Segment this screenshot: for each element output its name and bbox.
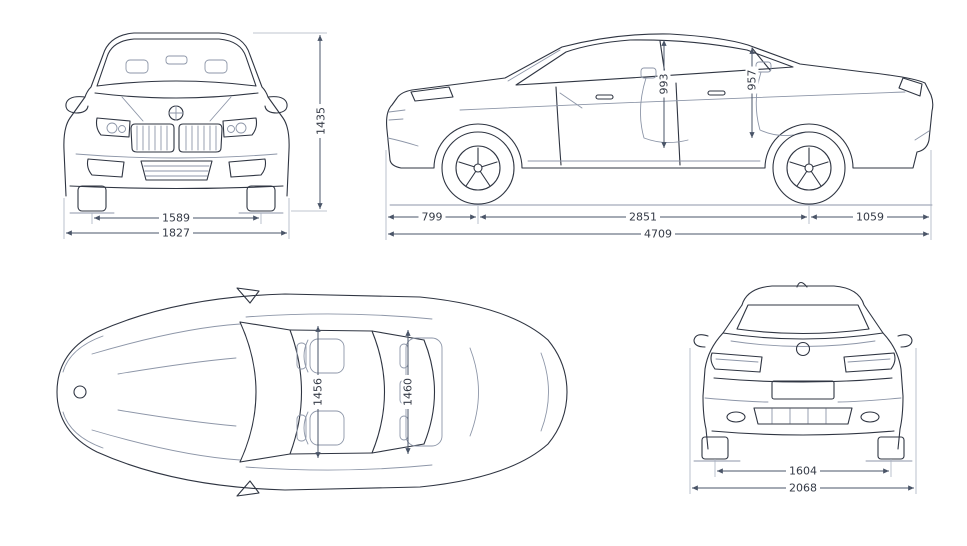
dim-rear-width: 2068 [786, 481, 820, 495]
rear-taillights [710, 352, 896, 373]
dim-side-length: 4709 [641, 227, 675, 241]
kidney-grille [130, 123, 223, 153]
rear-view-drawing [693, 281, 913, 462]
rear-left-mirror [693, 334, 709, 348]
bmw-roundel-icon-top [73, 385, 87, 399]
dim-front-height: 1435 [314, 104, 328, 138]
bmw-roundel-icon-rear [795, 341, 811, 357]
right-exhaust-tip [860, 411, 880, 423]
bmw-roundel-icon [168, 105, 184, 121]
dim-top-front-width: 1456 [311, 375, 325, 409]
top-view-drawing [56, 287, 568, 497]
dim-top-rear-width: 1460 [401, 375, 415, 409]
side-rear-wheel [772, 131, 846, 205]
dim-front-width: 1827 [159, 226, 193, 240]
side-headlight [410, 86, 454, 102]
left-exhaust-tip [726, 411, 746, 423]
dim-side-front-overhang: 799 [418, 210, 446, 224]
dim-side-wheelbase: 2851 [626, 210, 660, 224]
license-plate-area [771, 380, 835, 400]
dim-side-rear-headroom: 957 [745, 66, 759, 94]
front-headlights [95, 117, 258, 138]
top-left-mirror [236, 287, 260, 304]
dim-side-front-headroom: 993 [657, 70, 671, 98]
front-right-mirror [264, 96, 288, 114]
dim-side-rear-overhang: 1059 [853, 210, 887, 224]
dim-front-track: 1589 [159, 211, 193, 225]
rear-right-mirror [897, 334, 913, 348]
dim-rear-track: 1604 [786, 464, 820, 478]
top-view-dimensions [315, 326, 411, 458]
front-view-drawing [63, 32, 290, 214]
top-right-mirror [236, 480, 260, 497]
front-left-mirror [65, 96, 89, 114]
side-view-drawing [386, 33, 934, 206]
front-view-dimensions [63, 32, 327, 239]
side-taillight [898, 77, 923, 97]
side-front-wheel [441, 131, 515, 205]
